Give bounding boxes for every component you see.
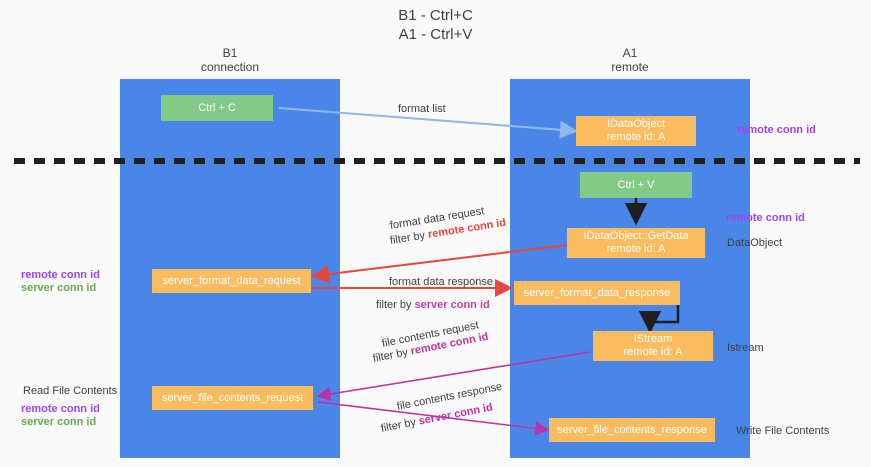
box-server-format-data-response[interactable]: server_format_data_response — [514, 281, 680, 305]
column-a1-role: remote — [611, 60, 649, 74]
box-idataobject-getdata[interactable]: IDataObject::GetData remote id: A — [567, 228, 705, 258]
column-header-b1: B1 connection — [120, 46, 340, 74]
box-ctrl-c-label: Ctrl + C — [198, 101, 236, 114]
side-label-istream: Istream — [727, 342, 764, 354]
box-server-format-data-response-label: server_format_data_response — [523, 286, 671, 299]
column-a1-name: A1 — [622, 46, 638, 60]
box-istream-sub: remote id: A — [623, 346, 683, 358]
box-idataobject-sub: remote id: A — [606, 131, 666, 143]
title-line-1: B1 - Ctrl+C — [398, 7, 473, 24]
box-istream-title: IStream — [633, 333, 673, 345]
box-istream[interactable]: IStream remote id: A — [593, 331, 713, 361]
side-label-left-remote-conn-id-mid: remote conn id — [21, 269, 100, 281]
side-label-read-file-contents: Read File Contents — [23, 385, 118, 397]
box-ctrl-c[interactable]: Ctrl + C — [161, 95, 273, 121]
side-label-remote-conn-id-mid: remote conn id — [726, 212, 805, 224]
side-label-left-server-conn-id-bottom: server conn id — [21, 416, 97, 428]
diagram-title: B1 - Ctrl+C A1 - Ctrl+V — [0, 6, 871, 44]
side-label-left-server-conn-id-mid: server conn id — [21, 282, 97, 294]
column-b1-role: connection — [200, 60, 260, 74]
column-b1-name: B1 — [222, 46, 238, 60]
side-label-write-file-contents: Write File Contents — [736, 425, 830, 437]
filter-prefix: filter by — [389, 229, 426, 247]
side-label-dataobject: DataObject — [727, 237, 783, 249]
box-server-file-contents-request-label: server_file_contents_request — [161, 391, 304, 404]
side-label-left-remote-conn-id-bottom: remote conn id — [21, 403, 100, 415]
box-server-format-data-request[interactable]: server_format_data_request — [152, 269, 311, 293]
box-server-file-contents-request[interactable]: server_file_contents_request — [152, 386, 313, 410]
edge-label-format-list: format list — [398, 103, 446, 115]
box-ctrl-v[interactable]: Ctrl + V — [580, 172, 692, 198]
box-idataobject-title: IDataObject — [606, 118, 666, 130]
column-header-a1: A1 remote — [510, 46, 750, 74]
filter-prefix: filter by — [379, 416, 417, 435]
box-ctrl-v-label: Ctrl + V — [617, 178, 655, 191]
box-idataobject[interactable]: IDataObject remote id: A — [576, 116, 696, 146]
title-line-2: A1 - Ctrl+V — [398, 26, 473, 43]
edge-label-format-data-response: format data response — [389, 276, 493, 288]
side-label-remote-conn-id-top: remote conn id — [737, 124, 816, 136]
filter-prefix: filter by — [376, 299, 412, 311]
box-server-file-contents-response[interactable]: server_file_contents_response — [549, 418, 715, 442]
box-server-file-contents-response-label: server_file_contents_response — [557, 423, 707, 436]
filter-key-server-conn-id: server conn id — [414, 299, 490, 311]
box-server-format-data-request-label: server_format_data_request — [162, 274, 301, 287]
box-getdata-sub: remote id: A — [606, 243, 666, 255]
box-getdata-title: IDataObject::GetData — [583, 230, 689, 242]
filter-prefix: filter by — [371, 346, 409, 365]
edge-label-format-data-response-filter: filter by server conn id — [376, 298, 490, 312]
